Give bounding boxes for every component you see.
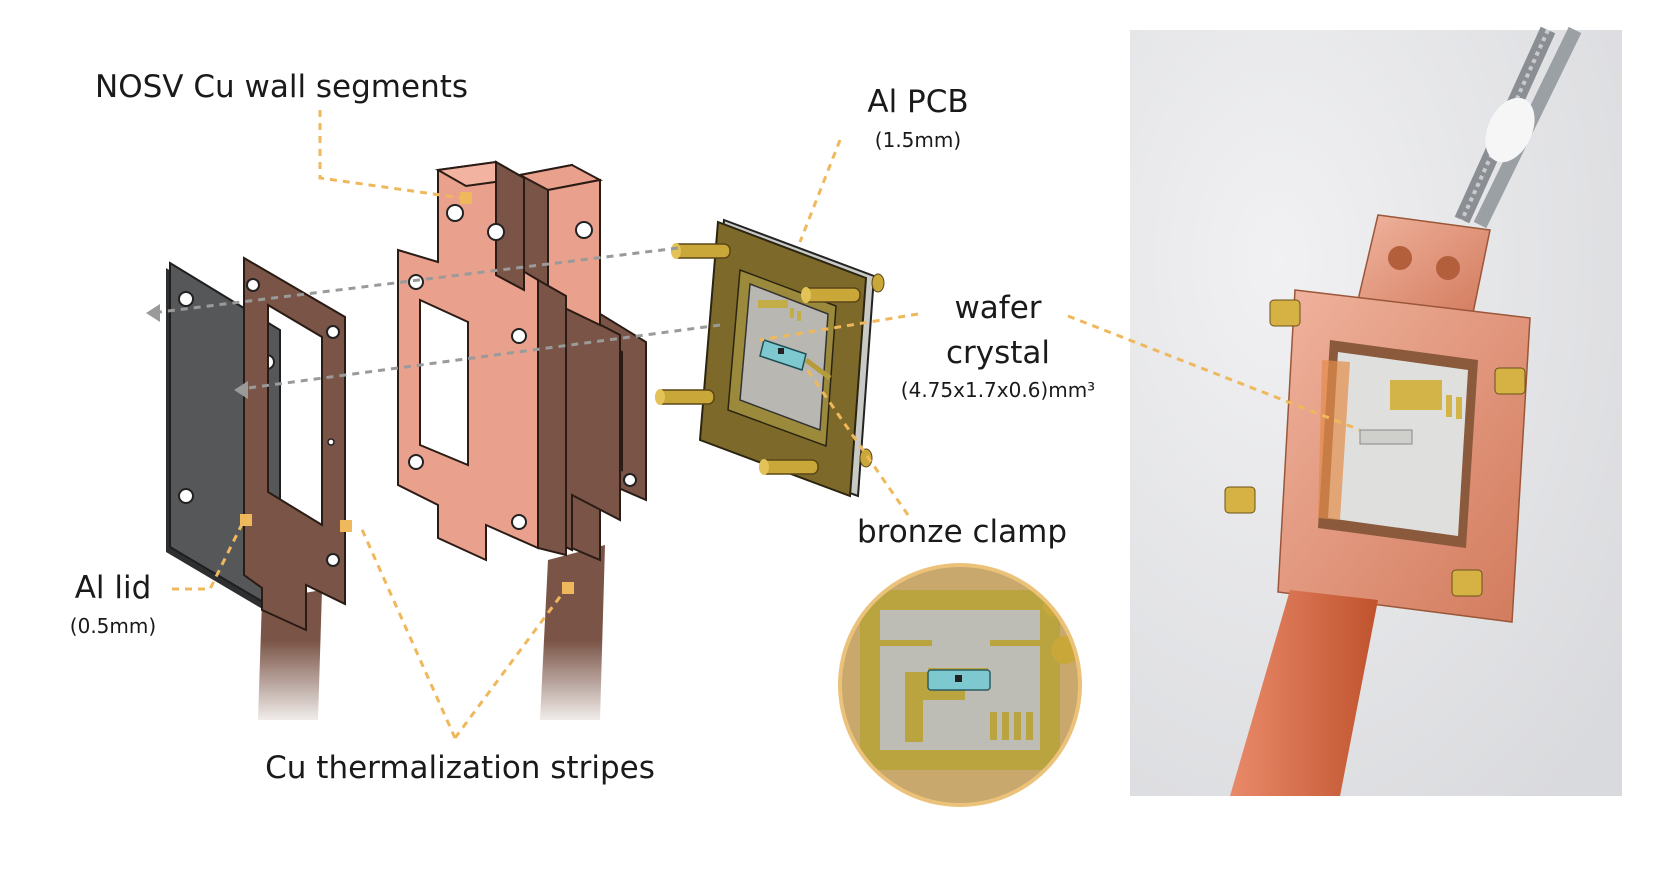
assembled-holder-photo	[1130, 26, 1622, 796]
assembly-direction-arrows	[146, 246, 721, 399]
label-bronze-clamp: bronze clamp	[857, 514, 1067, 550]
label-leader-lines	[172, 110, 1361, 739]
label-wafer: wafer	[954, 290, 1041, 326]
label-al-pcb-thickness: (1.5mm)	[875, 128, 961, 152]
cu-stripe-frame-front	[243, 256, 346, 632]
label-cu-thermalization-stripes: Cu thermalization stripes	[265, 750, 655, 786]
al-pcb-assembly	[655, 218, 885, 498]
cu-stripe-back	[240, 545, 640, 730]
label-al-pcb: Al PCB	[867, 84, 968, 120]
label-crystal-dimensions: (4.75x1.7x0.6)mm³	[901, 378, 1095, 402]
nosv-cu-wall-segments	[397, 160, 647, 562]
label-crystal: crystal	[946, 335, 1050, 371]
label-nosv-cu-wall-segments: NOSV Cu wall segments	[95, 69, 468, 105]
label-al-lid-thickness: (0.5mm)	[70, 614, 156, 638]
bronze-clamp-inset	[838, 563, 1082, 807]
label-al-lid: Al lid	[75, 570, 152, 606]
